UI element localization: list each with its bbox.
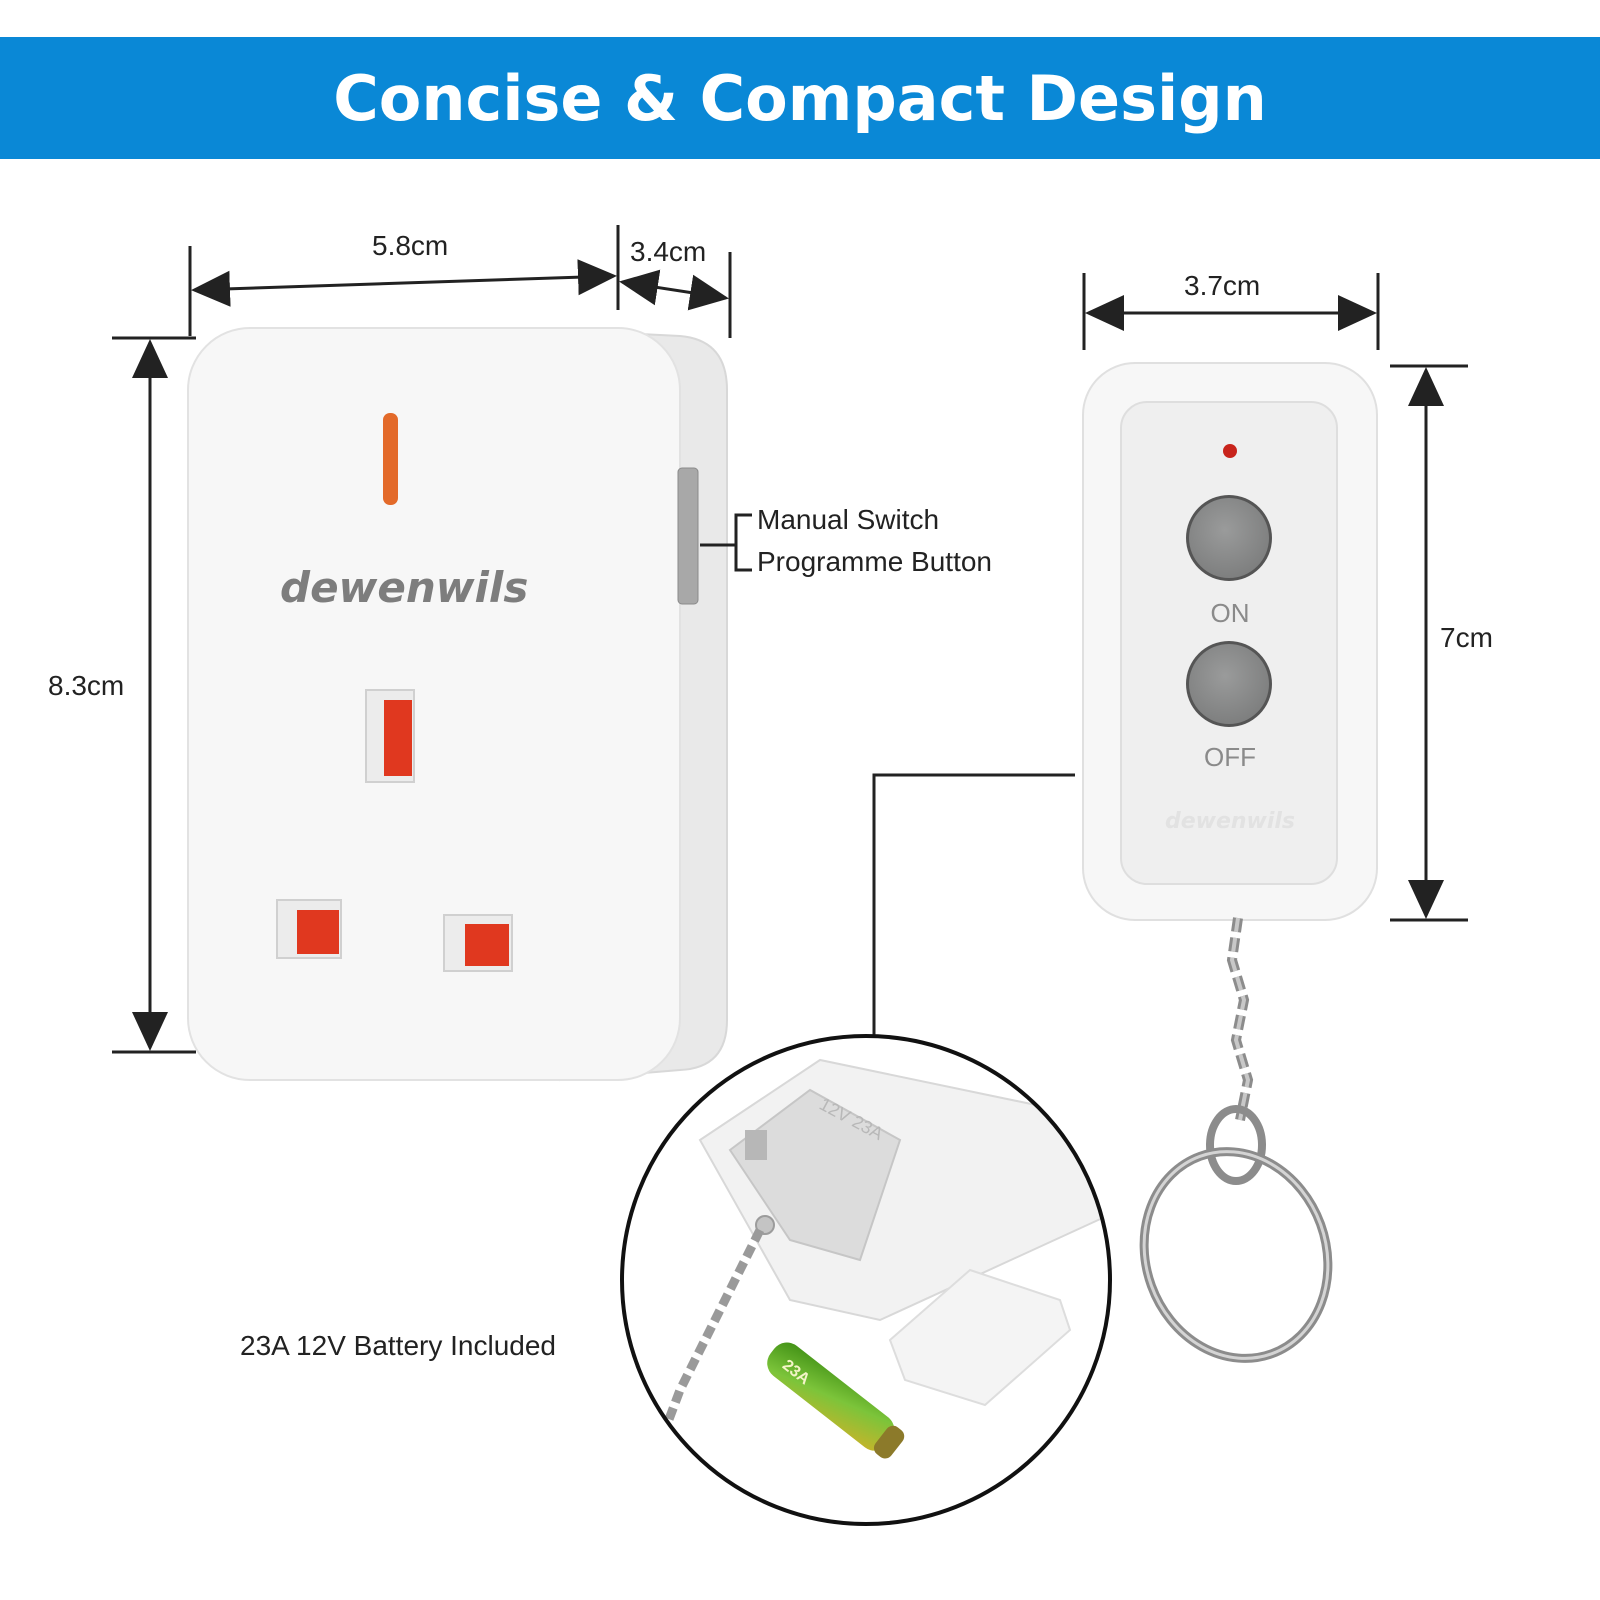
plug-led-indicator bbox=[383, 413, 398, 505]
remote-on-label: ON bbox=[1211, 598, 1250, 628]
battery-23a-icon: 23A bbox=[767, 1342, 905, 1459]
plug-neutral-slot bbox=[465, 924, 509, 966]
programme-button-label: Programme Button bbox=[757, 546, 992, 577]
plug-width-label: 5.8cm bbox=[372, 230, 449, 261]
remote-led-indicator bbox=[1223, 444, 1237, 458]
title-banner: Concise & Compact Design bbox=[0, 37, 1600, 159]
keychain-ring bbox=[1139, 917, 1333, 1363]
plug-dimensions bbox=[112, 225, 752, 1054]
plug-front bbox=[187, 327, 681, 1081]
smart-plug: dewenwils bbox=[187, 327, 728, 1082]
manual-switch-button bbox=[677, 467, 699, 605]
plug-height-label: 8.3cm bbox=[48, 670, 125, 701]
battery-cover bbox=[888, 1268, 1072, 1407]
battery-compartment bbox=[728, 1088, 902, 1262]
battery-inset: 12V 23A 23A bbox=[620, 1034, 1112, 1526]
remote-control: ON OFF dewenwils bbox=[1082, 362, 1378, 921]
plug-depth-label: 3.4cm bbox=[630, 236, 707, 267]
screw-icon bbox=[755, 1215, 775, 1235]
plug-brand-logo: dewenwils bbox=[280, 563, 528, 612]
banner-title: Concise & Compact Design bbox=[333, 61, 1267, 135]
remote-width-label: 3.7cm bbox=[1184, 270, 1261, 301]
remote-off-label: OFF bbox=[1204, 742, 1256, 772]
remote-brand-logo: dewenwils bbox=[1165, 809, 1295, 834]
remote-height-label: 7cm bbox=[1440, 622, 1493, 653]
plug-earth-slot bbox=[384, 700, 412, 776]
battery-caption: 23A 12V Battery Included bbox=[240, 1330, 556, 1361]
remote-off-button bbox=[1189, 644, 1269, 724]
remote-on-button bbox=[1189, 498, 1269, 578]
plug-live-slot bbox=[297, 910, 339, 954]
manual-switch-label: Manual Switch bbox=[757, 504, 940, 535]
remote-dimensions bbox=[872, 273, 1468, 1040]
